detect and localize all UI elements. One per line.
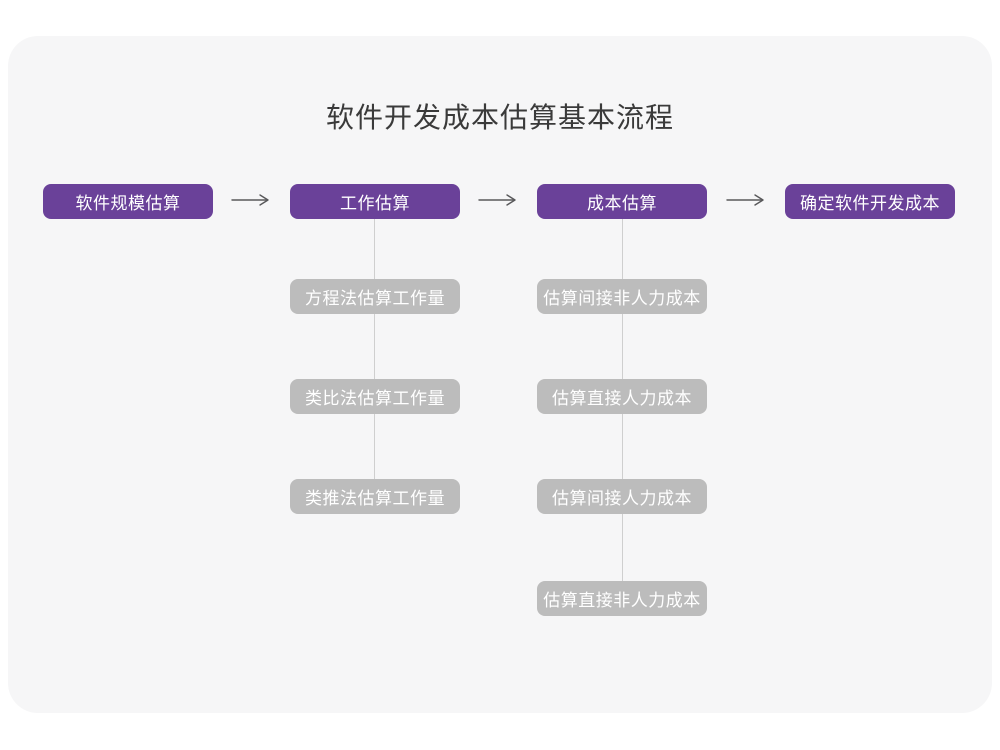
- stage-node-work-estimation: 工作估算: [290, 184, 460, 219]
- sub-node-label: 类推法估算工作量: [305, 489, 445, 508]
- sub-node-label: 估算间接非人力成本: [543, 289, 701, 308]
- stage-node-cost-estimation: 成本估算: [537, 184, 707, 219]
- sub-node-extrapolation-method: 类推法估算工作量: [290, 479, 460, 514]
- diagram-title: 软件开发成本估算基本流程: [325, 102, 674, 133]
- sub-node-label: 方程法估算工作量: [305, 289, 445, 308]
- connector-line-work-column: [374, 219, 375, 497]
- sub-node-direct-labor-cost: 估算直接人力成本: [537, 379, 707, 414]
- sub-node-label: 类比法估算工作量: [305, 389, 445, 408]
- sub-node-label: 估算直接人力成本: [552, 389, 692, 408]
- sub-node-analogy-method: 类比法估算工作量: [290, 379, 460, 414]
- sub-node-label: 估算间接人力成本: [552, 489, 692, 508]
- stage-node-determine-development-cost: 确定软件开发成本: [785, 184, 955, 219]
- sub-node-equation-method: 方程法估算工作量: [290, 279, 460, 314]
- sub-node-label: 估算直接非人力成本: [543, 591, 701, 610]
- diagram-canvas: [8, 36, 992, 713]
- right-arrow-icon: [478, 193, 518, 207]
- right-arrow-icon: [726, 193, 766, 207]
- stage-node-label: 确定软件开发成本: [800, 194, 940, 213]
- stage-node-label: 成本估算: [587, 194, 657, 213]
- sub-node-direct-nonlabor-cost: 估算直接非人力成本: [537, 581, 707, 616]
- stage-node-software-size-estimation: 软件规模估算: [43, 184, 213, 219]
- sub-node-indirect-nonlabor-cost: 估算间接非人力成本: [537, 279, 707, 314]
- stage-node-label: 工作估算: [340, 194, 410, 213]
- right-arrow-icon: [231, 193, 271, 207]
- stage-node-label: 软件规模估算: [75, 194, 181, 213]
- sub-node-indirect-labor-cost: 估算间接人力成本: [537, 479, 707, 514]
